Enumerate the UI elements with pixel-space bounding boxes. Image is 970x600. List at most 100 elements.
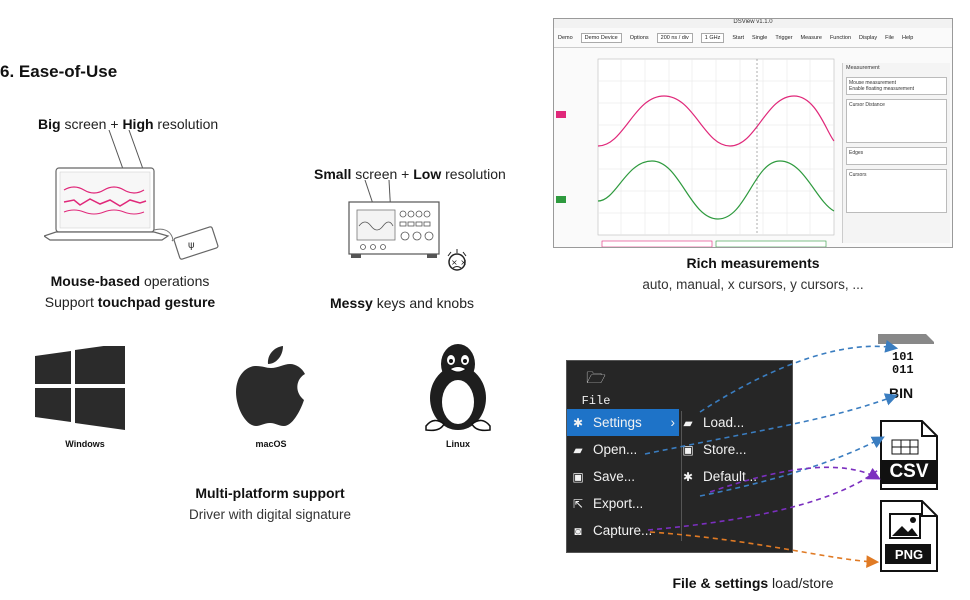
file-menu-label: File — [581, 394, 611, 408]
tool-measure[interactable]: Measure — [800, 34, 822, 41]
tool-trigger[interactable]: Trigger — [775, 34, 793, 41]
laptop-illustration: ψ — [44, 130, 219, 260]
mouse-rest: operations — [140, 273, 210, 289]
submenu-item-store[interactable]: ▣ Store... — [677, 436, 792, 463]
tux-icon — [425, 344, 491, 432]
menu-divider — [681, 411, 682, 541]
bin-bits-bottom: 011 — [892, 363, 914, 377]
cursors-group: Cursors — [846, 169, 947, 213]
apple-icon — [236, 346, 305, 426]
group-mouse-label: Mouse measurement — [849, 80, 896, 86]
load-label: Load... — [703, 415, 745, 430]
settings-submenu: ▰Load... ▣ Store... ✱ Default... — [677, 409, 792, 490]
arrow-store-to-csv-region — [699, 436, 885, 497]
driver-caption: Driver with digital signature — [188, 507, 352, 522]
group-edges-label: Edges — [849, 150, 864, 156]
file-settings-rest: load/store — [768, 575, 834, 591]
tool-start[interactable]: Start — [732, 34, 745, 41]
svg-text:× ×: × × — [451, 258, 467, 267]
linux-label: Linux — [446, 439, 470, 449]
small-word: Small — [314, 166, 352, 182]
capture-label: Capture... — [593, 523, 653, 538]
arrow-open-from-bin — [644, 393, 899, 455]
export-arrows — [644, 340, 899, 568]
arrow-to-bin — [699, 340, 899, 413]
messy-bold: Messy — [330, 295, 373, 311]
file-menu-left: ✱Settings› ▰Open... ▣Save... ⇱Export... … — [567, 409, 679, 544]
small-screen-caption: Small screen + Low resolution — [314, 166, 506, 182]
touchpad-caption: Support touchpad gesture — [30, 294, 230, 310]
gear-icon: ✱ — [572, 415, 584, 430]
csv-file-icon — [880, 420, 938, 490]
big-screen-caption: Big screen + High resolution — [38, 116, 218, 132]
menu-item-settings[interactable]: ✱ Settings › — [567, 409, 679, 436]
csv-label: CSV — [889, 461, 929, 482]
tool-help[interactable]: Help — [901, 34, 914, 41]
tool-function[interactable]: Function — [829, 34, 852, 41]
export-label: Export... — [593, 496, 644, 511]
arrow-capture-to-png — [649, 531, 880, 568]
macos-label: macOS — [255, 439, 287, 449]
bench-oscilloscope-illustration: × × — [348, 180, 467, 271]
resolution-word: resolution — [153, 116, 219, 132]
group-cursors-label: Cursors — [849, 172, 867, 178]
measurements-sub-caption: auto, manual, x cursors, y cursors, ... — [642, 277, 864, 292]
bin-bits-top: 101 — [892, 350, 914, 364]
resolution-word-2: resolution — [441, 166, 506, 182]
menu-item-capture[interactable]: ◙ Capture... — [567, 517, 679, 544]
messy-caption: Messy keys and knobs — [322, 295, 482, 311]
svg-text:ψ: ψ — [188, 240, 195, 251]
tool-display[interactable]: Display — [859, 34, 878, 41]
windows-icon — [35, 346, 125, 430]
save-label: Save... — [593, 469, 636, 484]
tool-single[interactable]: Single — [752, 34, 768, 41]
camera-icon: ◙ — [574, 523, 582, 538]
tool-options[interactable]: Options — [629, 34, 649, 41]
timebase-select[interactable]: 200 ns / div — [656, 32, 693, 43]
mouse-caption: Mouse-based operations — [30, 273, 230, 289]
open-label: Open... — [593, 442, 638, 457]
open-folder-icon: ▰ — [573, 442, 583, 457]
gear-icon: ✱ — [682, 469, 694, 484]
default-label: Default... — [703, 469, 758, 484]
submenu-item-default[interactable]: ✱ Default... — [677, 463, 792, 490]
section-title: 6. Ease-of-Use — [0, 62, 118, 81]
file-menu: 🗁 File ✱ Settings › ▰ Open... ▣ Save... ⇱Exp… — [566, 360, 793, 553]
tool-demo[interactable]: Demo — [558, 34, 573, 41]
messy-rest: keys and knobs — [372, 295, 474, 311]
file-settings-caption: File & settings load/store — [603, 575, 903, 591]
settings-label: Settings — [593, 415, 642, 430]
submenu-item-load[interactable]: ▰Load... — [677, 409, 792, 436]
store-label: Store... — [703, 442, 747, 457]
rich-bold: Rich measurements — [686, 255, 820, 271]
file-menu-button[interactable]: 🗁 File — [573, 367, 619, 413]
menu-item-export[interactable]: ⇱Export... — [567, 490, 679, 517]
toolbar: Demo Demo Device Options 200 ns / div 1 … — [554, 28, 952, 48]
device-select[interactable]: Demo Device — [580, 32, 622, 43]
group-cursor-distance-label: Cursor Distance — [849, 102, 885, 108]
tool-file[interactable]: File — [885, 34, 894, 41]
touch-rest: Support — [44, 294, 98, 310]
submenu-arrow-icon: › — [670, 415, 676, 430]
touch-bold: touchpad gesture — [97, 294, 216, 310]
save-icon: ▣ — [682, 442, 694, 457]
png-label: PNG — [894, 547, 924, 562]
menu-item-open[interactable]: ▰ Open... — [567, 436, 679, 463]
measurement-panel: Measurement Mouse measurement Enable flo… — [842, 63, 950, 243]
cursor-distance-group: Cursor Distance — [846, 99, 947, 143]
edges-group: Edges — [846, 147, 947, 165]
multiplatform-caption: Multi-platform support — [160, 485, 380, 501]
bin-bits: 101 011 — [892, 351, 914, 377]
screen-word-2: screen + — [351, 166, 414, 182]
floating-checkbox[interactable]: Enable floating measurement — [849, 86, 915, 92]
windows-label: Windows — [65, 439, 105, 449]
samples-select[interactable]: 1 GHz — [700, 32, 725, 43]
multiplatform-bold: Multi-platform support — [195, 485, 345, 501]
app-title: DSView v1.1.0 — [554, 19, 952, 28]
menu-item-save[interactable]: ▣ Save... — [567, 463, 679, 490]
rich-measurements-caption: Rich measurements — [603, 255, 903, 271]
save-icon: ▣ — [572, 469, 584, 484]
folder-icon: 🗁 — [586, 370, 606, 388]
big-word: Big — [38, 116, 61, 132]
arrow-export-purple-2 — [647, 469, 879, 531]
